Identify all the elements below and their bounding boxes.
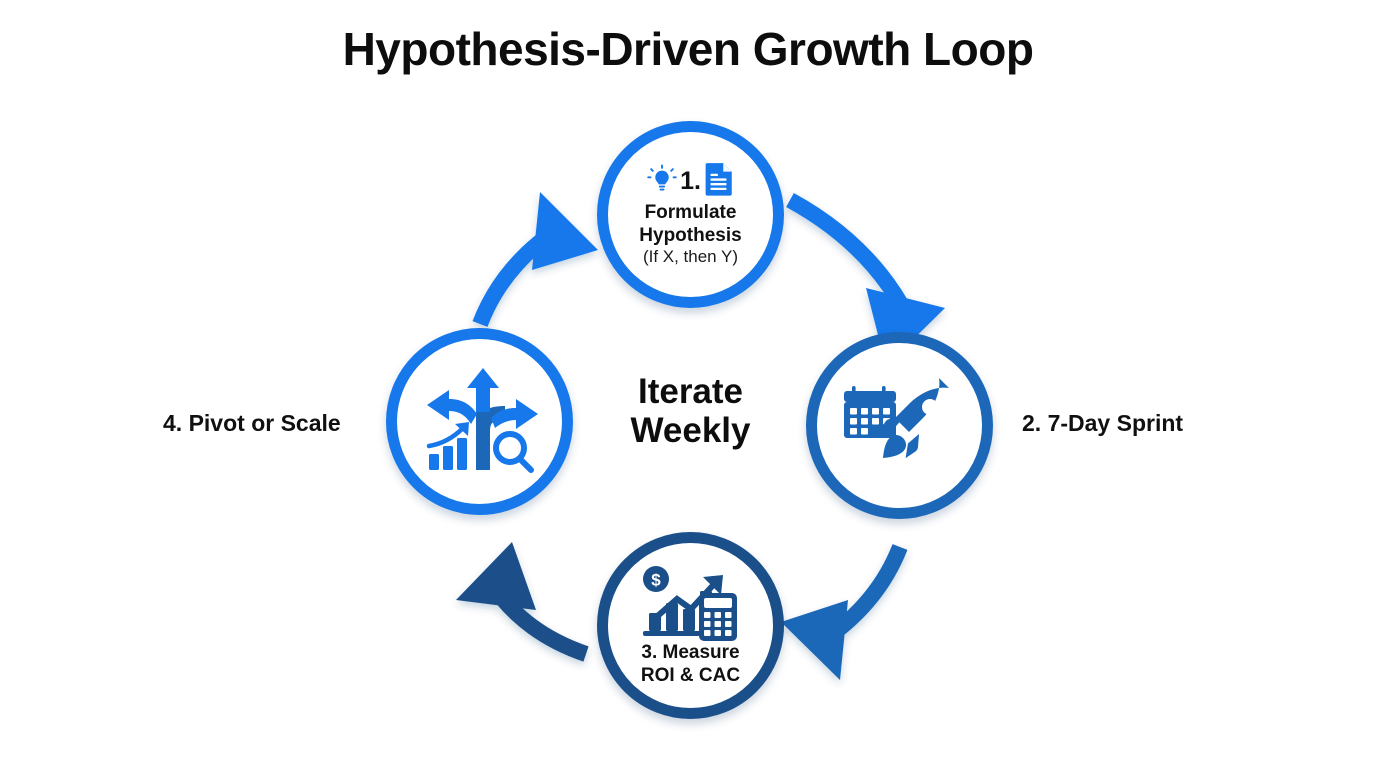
node-bottom-label-line1: 3. Measure xyxy=(641,641,740,663)
three-way-arrows-icon xyxy=(426,367,538,470)
node-bottom-icons: $ xyxy=(639,565,743,641)
calendar-rocket-icon-group xyxy=(843,377,949,458)
node-top-sublabel: (If X, then Y) xyxy=(642,247,739,267)
node-left-icons xyxy=(421,366,539,478)
arrow-bottom-to-left xyxy=(456,542,589,662)
label-pivot-or-scale: 4. Pivot or Scale xyxy=(163,410,341,436)
center-label-line2: Weekly xyxy=(630,411,751,451)
lightbulb-icon xyxy=(647,164,677,199)
dollar-badge-icon: $ xyxy=(642,565,669,592)
node-top-label-line1: Formulate xyxy=(644,202,737,224)
label-seven-day-sprint: 2. 7-Day Sprint xyxy=(1022,410,1184,436)
node-formulate-hypothesis[interactable]: 1. Formulate Hypothe xyxy=(597,121,784,308)
arrow-right-to-bottom xyxy=(781,544,908,680)
pivot-scale-icon-group xyxy=(426,367,538,473)
center-label-line1: Iterate xyxy=(637,372,744,411)
growth-arrow-head xyxy=(702,574,723,595)
node-top-step-number: 1. xyxy=(680,167,701,196)
roi-metrics-icon-group: $ xyxy=(642,565,737,641)
rocket-icon xyxy=(878,377,949,458)
trend-arrow-head xyxy=(454,421,469,436)
calculator-icon xyxy=(698,592,737,641)
svg-text:$: $ xyxy=(651,570,661,589)
page-title: Hypothesis-Driven Growth Loop xyxy=(342,23,1034,75)
node-seven-day-sprint[interactable] xyxy=(806,332,993,519)
node-top-icons: 1. xyxy=(647,162,734,201)
bar-chart-icon xyxy=(428,437,467,470)
center-label: Iterate Weekly xyxy=(588,372,793,450)
bar-chart-trend-arrow xyxy=(426,425,465,448)
growth-loop-diagram: 1. Formulate Hypothe xyxy=(0,100,1376,768)
arrow-left-to-top xyxy=(472,192,598,327)
magnifier-icon xyxy=(492,430,534,473)
node-measure-roi-cac[interactable]: $ xyxy=(597,532,784,719)
node-top-label-line2: Hypothesis xyxy=(639,224,742,246)
document-icon xyxy=(704,162,734,201)
node-pivot-or-scale[interactable] xyxy=(386,328,573,515)
node-right-icons xyxy=(838,374,962,478)
node-bottom-label-line2: ROI & CAC xyxy=(640,664,741,686)
